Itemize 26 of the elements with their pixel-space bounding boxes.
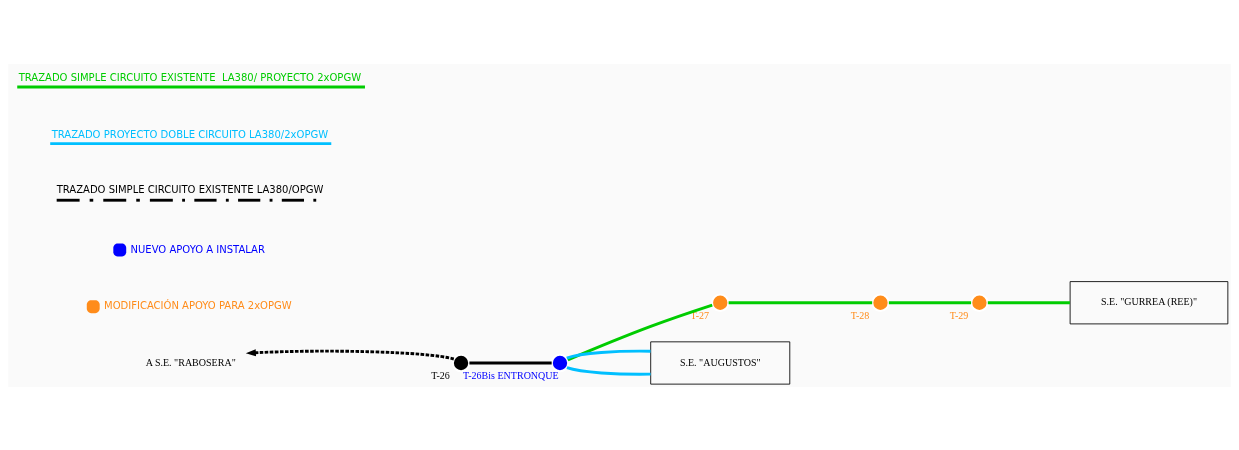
node-circle <box>451 353 471 372</box>
node-box: S.E. "AUGUSTOS" <box>650 340 791 385</box>
connector <box>566 349 651 359</box>
legend-label: TRAZADO PROYECTO DOBLE CIRCUITO LA380/2xOPGW <box>51 128 329 140</box>
connector <box>987 300 1070 304</box>
node-circle <box>710 292 730 312</box>
node-circle <box>970 292 989 312</box>
node-text: A S.E. "RABOSERA" <box>145 356 236 368</box>
node-label: T-26Bis ENTRONQUE <box>463 369 559 381</box>
legend-label: MODIFICACIÓN APOYO PARA 2xOPGW <box>103 299 292 311</box>
node-label: T-28 <box>850 309 870 321</box>
legend-label: NUEVO APOYO A INSTALAR <box>130 243 265 255</box>
node-circle <box>550 353 570 372</box>
node-label: T-29 <box>949 309 969 321</box>
connector <box>728 300 873 304</box>
node-box: S.E. "GURREA (REE)" <box>1069 280 1229 324</box>
connector <box>888 300 972 304</box>
node-label: T-26 <box>431 369 450 381</box>
connector <box>566 365 651 376</box>
legend-label: TRAZADO SIMPLE CIRCUITO EXISTENTE LA380/OPGW <box>56 183 324 195</box>
connector <box>567 303 713 361</box>
arrow <box>245 348 455 360</box>
node-label: T-27 <box>690 309 710 321</box>
connector <box>469 361 552 364</box>
node-circle <box>871 292 890 312</box>
legend-label: TRAZADO SIMPLE CIRCUITO EXISTENTE LA380/ PROYECTO 2xOPGW <box>18 71 362 83</box>
